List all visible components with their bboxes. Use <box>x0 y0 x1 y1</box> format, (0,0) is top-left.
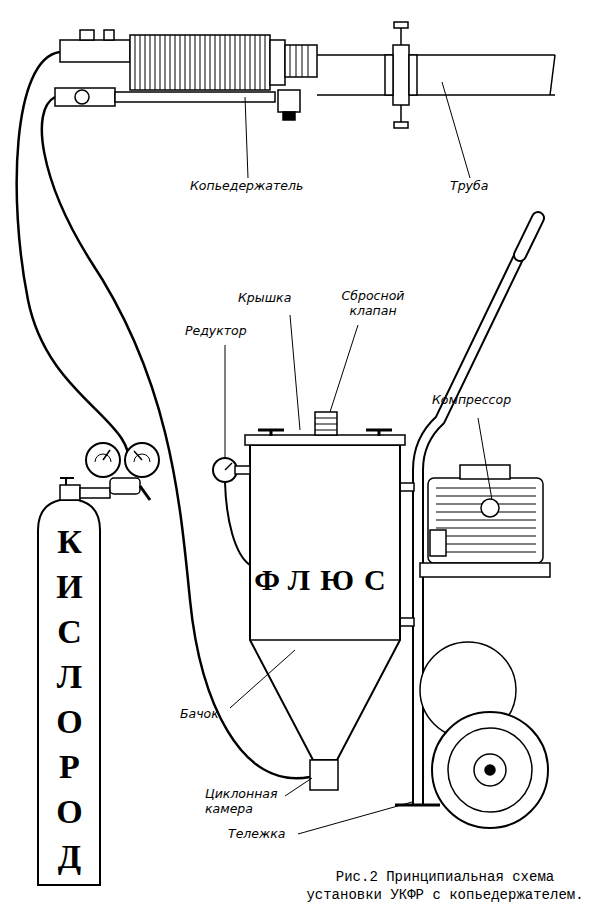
oxygen-cylinder <box>38 443 159 885</box>
wheel <box>432 712 548 828</box>
cylinder-node: КИСЛОРОД <box>38 520 100 885</box>
tank-label: ФЛЮС <box>254 563 395 597</box>
part-label: Редуктор <box>185 323 265 338</box>
lance-holder <box>55 30 317 120</box>
part-label: Труба <box>450 178 510 193</box>
figure-caption: Рис.2 Принципиальная схема установки УКФ… <box>300 868 590 904</box>
tank-node: ФЛЮС <box>250 530 400 630</box>
part-label: Тележка <box>228 826 308 841</box>
part-label: Компрессор <box>432 392 532 407</box>
part-label: Копьедержатель <box>190 178 320 193</box>
oxygen-hose <box>17 52 129 470</box>
leader-lines <box>225 82 492 834</box>
flux-tank <box>245 412 405 790</box>
part-label: Сбросной клапан <box>334 288 412 318</box>
cylinder-label: КИСЛОРОД <box>52 523 86 883</box>
compressor <box>420 465 550 577</box>
part-label: Бачок <box>180 706 240 721</box>
pipe <box>317 22 555 128</box>
part-label: Циклонная камера <box>205 786 287 816</box>
reducer-gauge <box>213 458 250 482</box>
reducer-hose <box>225 482 250 565</box>
part-label: Крышка <box>238 290 308 305</box>
